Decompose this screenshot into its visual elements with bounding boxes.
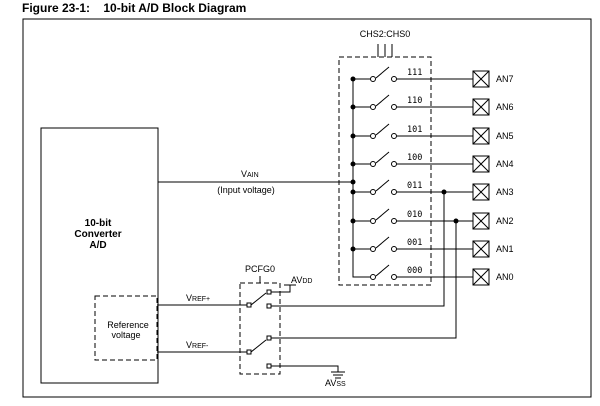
channel-select-code: 100 — [407, 153, 422, 163]
channel-label: AN3 — [496, 187, 514, 197]
channel-select-code: 001 — [407, 238, 422, 248]
switch-arm — [375, 208, 390, 221]
vref-plus-switch-arm — [250, 292, 267, 306]
analog-pin-cross — [472, 183, 490, 201]
channel-select-code: 010 — [407, 210, 422, 220]
switch-right-terminal — [391, 133, 397, 139]
pcfg0-switch-block — [239, 282, 281, 375]
channel-label: AN0 — [496, 272, 514, 282]
bus-bottom-stub — [352, 249, 370, 278]
avdd-label: AVDD — [291, 275, 312, 285]
vref-minus-label: VREF- — [186, 340, 209, 350]
analog-pin-cross — [472, 268, 490, 286]
channel-label: AN2 — [496, 216, 514, 226]
switch-left-terminal — [370, 161, 376, 167]
adc-label-line3: A/D — [89, 240, 106, 251]
switch-left-terminal — [370, 133, 376, 139]
vref-minus-contact-avss — [266, 363, 272, 369]
channel-select-code: 110 — [407, 96, 422, 106]
switch-left-terminal — [370, 274, 376, 280]
adc-label-line1: 10-bit — [85, 218, 112, 229]
switch-left-terminal — [370, 189, 376, 195]
analog-pin-cross — [472, 98, 490, 116]
analog-pin-cross — [472, 240, 490, 258]
channel-select-label: CHS2:CHS0 — [360, 29, 411, 39]
channel-label: AN7 — [496, 74, 514, 84]
figure-number: Figure 23-1: — [22, 1, 91, 15]
adc-label-line2: Converter — [74, 229, 121, 240]
avss-ground-line — [271, 365, 339, 372]
channel-select-code: 011 — [407, 181, 422, 191]
vain-junction-dot — [350, 179, 356, 185]
reference-voltage-block — [94, 295, 158, 361]
switch-arm — [375, 151, 390, 164]
channel-label: AN5 — [496, 131, 514, 141]
channel-label: AN1 — [496, 244, 514, 254]
switch-right-terminal — [391, 246, 397, 252]
channel-select-code: 000 — [407, 266, 422, 276]
switch-arm — [375, 123, 390, 136]
diagram-frame — [22, 18, 592, 398]
vain-label: VAIN — [241, 169, 259, 179]
switch-arm — [375, 236, 390, 249]
switch-right-terminal — [391, 218, 397, 224]
switch-arm — [375, 264, 390, 277]
channel-select-code: 101 — [407, 125, 422, 135]
vref-minus-switch-arm — [250, 339, 267, 353]
vref-minus-contact-an2 — [266, 335, 272, 341]
vref-plus-label: VREF+ — [186, 293, 210, 303]
switch-right-terminal — [391, 189, 397, 195]
switch-arm — [375, 94, 390, 107]
vref-plus-contact-an3 — [266, 303, 272, 309]
switch-arm — [375, 66, 390, 79]
analog-pin-cross — [472, 127, 490, 145]
switch-arm — [375, 179, 390, 192]
analog-pin-cross — [472, 212, 490, 230]
vref-minus-switch-pivot — [246, 349, 252, 355]
switch-left-terminal — [370, 246, 376, 252]
figure-title: Figure 23-1: 10-bit A/D Block Diagram — [22, 1, 246, 15]
channel-label: AN6 — [496, 102, 514, 112]
switch-left-terminal — [370, 76, 376, 82]
an2-to-vref-minus-wire — [271, 220, 457, 339]
vref-plus-contact-avdd — [266, 289, 272, 295]
switch-right-terminal — [391, 104, 397, 110]
switch-left-terminal — [370, 218, 376, 224]
vref-plus-switch-pivot — [246, 302, 252, 308]
figure-caption: 10-bit A/D Block Diagram — [103, 1, 247, 15]
switch-left-terminal — [370, 104, 376, 110]
analog-pin-cross — [472, 70, 490, 88]
avdd-supply-line — [271, 285, 291, 293]
channel-select-code: 111 — [407, 68, 422, 78]
switch-right-terminal — [391, 161, 397, 167]
switch-right-terminal — [391, 274, 397, 280]
pcfg0-label: PCFG0 — [245, 264, 275, 274]
switch-right-terminal — [391, 76, 397, 82]
analog-pin-cross — [472, 155, 490, 173]
avss-label: AVSS — [325, 378, 346, 388]
input-voltage-label: (Input voltage) — [217, 185, 275, 195]
reference-label-line1: Reference — [107, 320, 149, 330]
reference-label-line2: voltage — [111, 330, 140, 340]
channel-label: AN4 — [496, 159, 514, 169]
an3-to-vref-plus-wire — [271, 191, 445, 307]
